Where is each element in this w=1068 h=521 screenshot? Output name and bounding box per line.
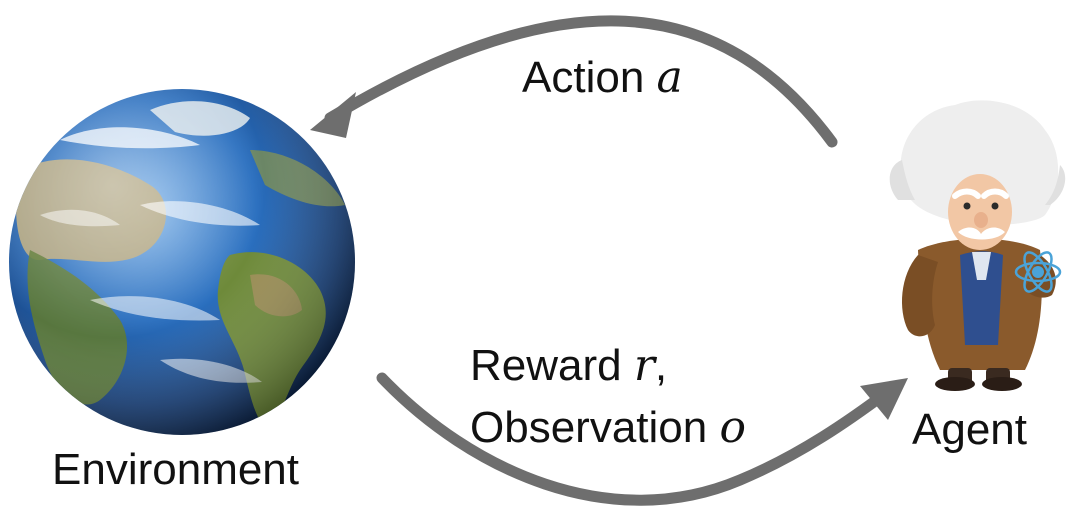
reward-arrow [376, 372, 908, 506]
action-arrow [310, 15, 838, 148]
earth-globe-icon [9, 89, 355, 435]
observation-text: Observation [470, 403, 708, 452]
reward-text: Reward [470, 341, 622, 390]
reward-comma: , [654, 341, 668, 390]
reward-arrowhead [860, 378, 908, 420]
action-arrowhead [310, 92, 356, 138]
action-text: Action [522, 53, 645, 102]
atom-icon [1014, 251, 1062, 293]
action-label: Action a [522, 56, 683, 100]
action-variable: a [656, 52, 683, 103]
agent-label: Agent [912, 405, 1027, 454]
observation-label: Observation o [470, 406, 746, 450]
reward-variable: r [633, 340, 655, 391]
reward-label: Reward r, [470, 344, 667, 388]
einstein-agent-icon [889, 100, 1066, 391]
observation-variable: o [719, 402, 746, 453]
environment-label: Environment [52, 445, 300, 494]
